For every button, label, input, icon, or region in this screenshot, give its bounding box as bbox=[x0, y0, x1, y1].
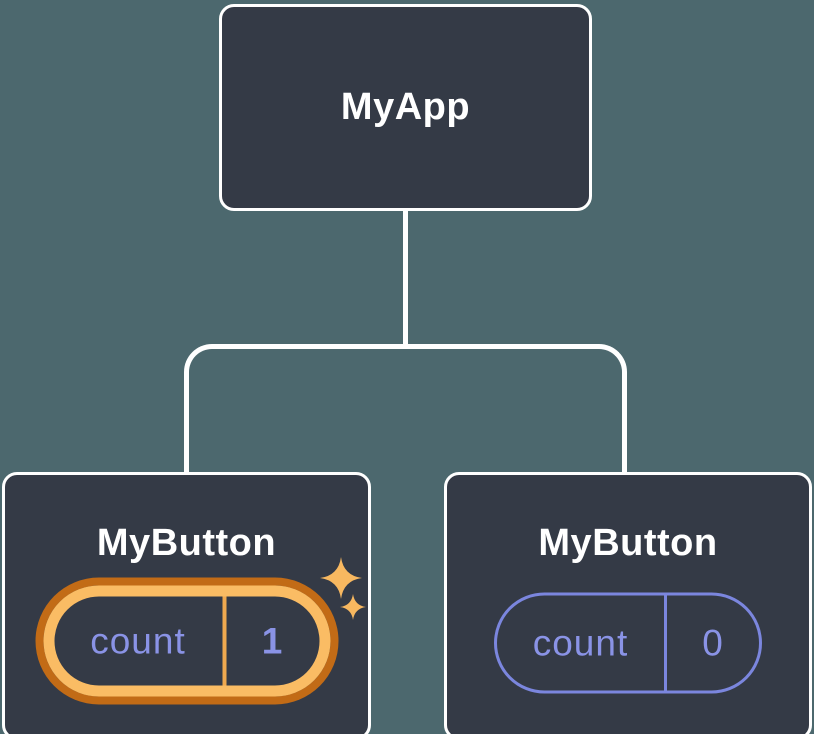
node-label-mybutton-right: MyButton bbox=[538, 522, 718, 564]
state-pill-highlighted: count 1 bbox=[43, 585, 330, 697]
node-label-myapp: MyApp bbox=[340, 86, 471, 128]
state-value-cell: 1 bbox=[226, 597, 319, 686]
state-value: 0 bbox=[702, 622, 724, 663]
state-value-cell: 0 bbox=[667, 596, 759, 691]
state-key-label: count bbox=[90, 620, 186, 661]
connector-root-stem bbox=[403, 210, 408, 348]
tree-node-mybutton-left: MyButton count 1 bbox=[2, 472, 371, 734]
tree-node-mybutton-right: MyButton count 0 bbox=[444, 472, 812, 734]
state-value: 1 bbox=[261, 620, 284, 661]
node-label-mybutton-left: MyButton bbox=[96, 522, 277, 564]
sparkles-icon bbox=[320, 557, 366, 620]
tree-node-myapp: MyApp bbox=[219, 4, 592, 211]
state-pill-plain: count 0 bbox=[494, 592, 762, 694]
connector-branches bbox=[184, 344, 627, 472]
state-key-label: count bbox=[532, 622, 629, 663]
state-key-cell: count bbox=[54, 596, 226, 686]
state-key-cell: count bbox=[497, 595, 667, 691]
